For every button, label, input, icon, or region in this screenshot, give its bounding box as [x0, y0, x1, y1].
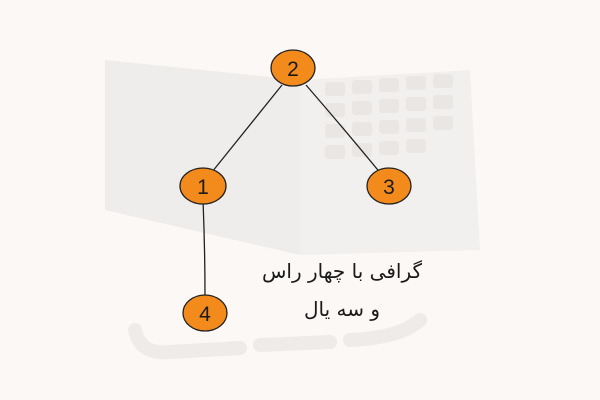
edge-2-1	[211, 84, 283, 173]
graph-caption: گرافی با چهار راس و سه یال	[232, 252, 452, 328]
edge-2-3	[305, 84, 383, 176]
graph-node-4: 4	[182, 294, 228, 332]
edges	[202, 84, 383, 297]
node-label-1: 1	[197, 176, 209, 199]
node-label-4: 4	[199, 303, 211, 326]
edge-1-4	[202, 199, 206, 297]
node-label-3: 3	[383, 176, 395, 199]
graph-node-2: 2	[270, 49, 316, 87]
watermark-logo-icon	[105, 60, 480, 360]
node-label-2: 2	[287, 58, 299, 81]
caption-line-1: گرافی با چهار راس	[261, 259, 423, 283]
graph-node-3: 3	[366, 167, 412, 205]
graph-node-1: 1	[179, 167, 227, 205]
caption-line-2: و سه یال	[303, 297, 381, 321]
